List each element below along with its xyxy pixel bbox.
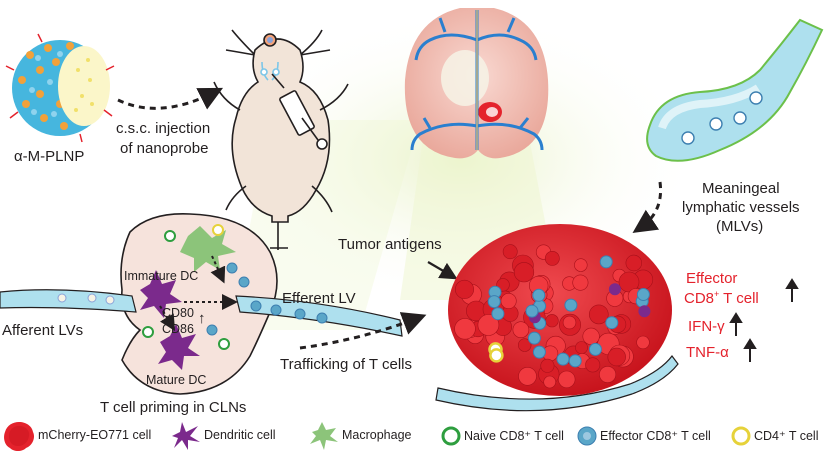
tumor-cell — [588, 304, 609, 325]
tumor-cell — [636, 335, 650, 350]
mlv-label-line1: Meaningeal — [702, 180, 780, 197]
dendritic-cell — [608, 283, 621, 296]
tumor-cell — [543, 375, 557, 389]
injection-label-line2: of nanoprobe — [120, 140, 209, 157]
effector-tcell-text: T cell — [719, 290, 759, 307]
dendritic-cell — [638, 305, 651, 318]
effector-label-line2: CD8+ T cell — [684, 289, 759, 308]
effector-t-cell — [588, 342, 602, 356]
syringe-icon — [271, 73, 328, 150]
tumor-cell — [582, 327, 600, 346]
cd-up-arrow: ↑ — [198, 310, 206, 327]
nanoprobe-particle — [5, 33, 115, 143]
injection-label-line1: c.s.c. injection — [116, 120, 211, 137]
cd4-t-cell — [489, 348, 504, 363]
tumor-cell — [585, 357, 601, 373]
tumor-cell — [544, 250, 560, 266]
efferent-lv-label: Efferent LV — [282, 290, 356, 307]
tumor-cell — [512, 321, 530, 339]
effector-t-cell — [556, 352, 570, 366]
legend-label-effector-t-cell: Effector CD8⁺ T cell — [600, 429, 711, 443]
legend-label-macrophage: Macrophage — [342, 428, 412, 442]
tumor-antigen-arrow — [427, 261, 458, 280]
legend: mCherry-EO771 cell Dendritic cell Macrop… — [0, 418, 827, 455]
tumor-cell — [518, 366, 537, 386]
injection-arrow — [117, 87, 224, 110]
legend-label-tumor-cell: mCherry-EO771 cell — [38, 428, 152, 442]
mlv-vessel — [646, 18, 824, 162]
immature-dc-label: Immature DC — [124, 269, 199, 283]
naive-t-cell-icon — [441, 426, 461, 446]
tumor-cell — [502, 244, 518, 260]
tumor-cell — [454, 279, 474, 299]
tumor-cell — [572, 274, 589, 291]
tnf-label: TNF-α — [686, 344, 729, 361]
mlv-label-line3: (MLVs) — [716, 218, 764, 235]
effector-t-cell — [491, 307, 505, 321]
trafficking-label: Trafficking of T cells — [280, 356, 412, 373]
tumor-antigens-label: Tumor antigens — [338, 236, 442, 253]
trafficking-arrow — [299, 312, 427, 350]
dendritic-cell-icon — [172, 422, 200, 450]
cd86-label: CD86 — [162, 322, 194, 336]
legend-label-cd4-t-cell: CD4⁺ T cell — [754, 429, 819, 443]
tumor-cell-icon — [4, 422, 35, 451]
tumor-cell — [517, 338, 532, 352]
afferent-lvs-label: Afferent LVs — [2, 322, 84, 339]
tumor-cell — [513, 262, 535, 283]
cd4-t-cell-icon — [731, 426, 751, 446]
tumor-cell — [557, 370, 576, 389]
up-arrows — [729, 278, 799, 362]
tumor-cell — [625, 254, 642, 272]
effector-cd8-text: CD8 — [684, 290, 715, 307]
macrophage-icon — [310, 422, 338, 450]
legend-label-dendritic-cell: Dendritic cell — [204, 428, 276, 442]
mature-dc-label: Mature DC — [146, 373, 207, 387]
effector-label-line1: Effector — [686, 270, 738, 287]
mlv-arrow — [632, 181, 663, 233]
lymph-node — [0, 213, 403, 395]
tumor-cell — [545, 314, 559, 328]
mlv-label-line2: lymphatic vessels — [682, 199, 800, 216]
tumor-cell — [607, 347, 626, 367]
tumor-cell — [454, 318, 476, 340]
effector-t-cell — [487, 295, 501, 309]
mouse-illustration — [213, 29, 349, 250]
legend-label-naive-t-cell: Naive CD8⁺ T cell — [464, 429, 564, 443]
blood-vessel — [435, 355, 679, 412]
nanoprobe-label: α-M-PLNP — [14, 148, 85, 165]
effector-t-cell — [527, 331, 541, 345]
effector-t-cell-icon — [577, 426, 597, 446]
effector-t-cell — [532, 345, 546, 359]
effector-t-cell — [532, 288, 546, 302]
effector-t-cell — [568, 354, 582, 368]
effector-t-cell — [636, 288, 650, 301]
effector-t-cell — [564, 298, 578, 312]
tumor-cell — [500, 292, 517, 309]
tumor-cell — [599, 365, 617, 383]
effector-cd8-sup: + — [714, 289, 720, 299]
priming-label: T cell priming in CLNs — [100, 399, 247, 416]
cd80-label: CD80 — [162, 306, 194, 320]
tumor-cell — [575, 341, 588, 354]
effector-t-cell — [525, 304, 539, 318]
tumor-cell — [477, 314, 500, 336]
tumor-cell — [562, 315, 577, 330]
tumor-mass — [448, 224, 672, 396]
tumor-cell — [540, 358, 555, 373]
effector-t-cell — [599, 255, 613, 269]
ifn-label: IFN-γ — [688, 318, 725, 335]
tumor-cell — [574, 258, 588, 272]
effector-t-cell — [605, 316, 619, 330]
brain-illustration — [404, 8, 549, 159]
